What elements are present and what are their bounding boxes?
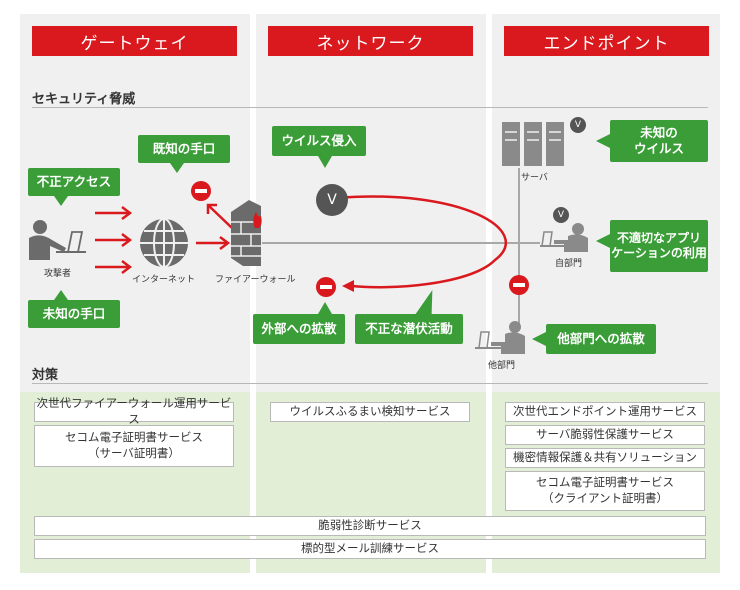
attacker-icon bbox=[29, 220, 86, 260]
callout-unauthorized-access-tail bbox=[54, 196, 68, 206]
callout-known-method-tail bbox=[170, 163, 184, 173]
service-ng-endpoint-operation: 次世代エンドポイント運用サービス bbox=[505, 402, 705, 422]
blocked-spread-outside-icon bbox=[316, 277, 336, 297]
header-gateway: ゲートウェイ bbox=[32, 26, 237, 56]
service-vulnerability-assessment: 脆弱性診断サービス bbox=[34, 516, 706, 536]
attacker-label: 攻撃者 bbox=[44, 269, 72, 279]
callout-unknown-virus: 未知の ウイルス bbox=[610, 120, 708, 162]
service-virus-behavior-detection: ウイルスふるまい検知サービス bbox=[270, 402, 470, 422]
service-client-certificate: セコム電子証明書サービス （クライアント証明書） bbox=[505, 471, 705, 511]
header-endpoint: エンドポイント bbox=[504, 26, 709, 56]
callout-virus-intrusion-tail bbox=[318, 156, 332, 168]
service-confidential-info-sharing: 機密情報保護＆共有ソリューション bbox=[505, 448, 705, 468]
section-threats-label: セキュリティ脅威 bbox=[32, 92, 136, 107]
header-network: ネットワーク bbox=[268, 26, 473, 56]
service-server-vulnerability-protection: サーバ脆弱性保護サービス bbox=[505, 425, 705, 445]
service-targeted-email-training: 標的型メール訓練サービス bbox=[34, 539, 706, 559]
callout-unknown-virus-tail bbox=[596, 134, 610, 148]
blocked-known-method-icon bbox=[191, 181, 211, 201]
other-dept-user-icon bbox=[475, 321, 525, 354]
firewall-label: ファイアーウォール bbox=[215, 275, 296, 285]
callout-known-method: 既知の手口 bbox=[138, 135, 230, 163]
callout-improper-app: 不適切なアプリ ケーションの利用 bbox=[610, 220, 708, 272]
section-countermeasures-label: 対策 bbox=[32, 368, 59, 383]
countermeasures-divider bbox=[32, 383, 708, 384]
callout-unauthorized-access: 不正アクセス bbox=[28, 168, 120, 196]
callout-spread-other-dept-tail bbox=[532, 332, 546, 346]
own-dept-label: 自部門 bbox=[555, 259, 583, 269]
virus-path-arc bbox=[335, 195, 508, 289]
other-dept-label: 他部門 bbox=[488, 361, 516, 371]
callout-hidden-activity: 不正な潜伏活動 bbox=[355, 314, 463, 344]
virus-icon-own-dept: V bbox=[553, 207, 569, 223]
callout-spread-other-dept: 他部門への拡散 bbox=[546, 324, 656, 354]
callout-improper-app-tail bbox=[596, 234, 610, 248]
service-server-certificate: セコム電子証明書サービス （サーバ証明書） bbox=[34, 425, 234, 467]
callout-spread-outside: 外部への拡散 bbox=[253, 314, 345, 344]
attack-arrows bbox=[95, 203, 233, 274]
virus-icon: V bbox=[318, 186, 346, 214]
server-label: サーバ bbox=[521, 173, 548, 183]
service-ngfw-operation: 次世代ファイアーウォール運用サービス bbox=[34, 396, 234, 426]
threats-divider bbox=[32, 107, 708, 108]
callout-unknown-method: 未知の手口 bbox=[28, 300, 120, 328]
blocked-other-dept-icon bbox=[509, 275, 529, 295]
virus-path-arrowhead bbox=[342, 280, 354, 292]
internet-label: インターネット bbox=[132, 275, 196, 285]
server-icon bbox=[502, 122, 564, 166]
callout-unknown-method-tail bbox=[54, 290, 68, 300]
callout-spread-outside-tail bbox=[318, 302, 332, 314]
virus-icon-server: V bbox=[570, 117, 586, 133]
own-dept-user-icon bbox=[540, 223, 588, 252]
callout-virus-intrusion: ウイルス侵入 bbox=[272, 126, 366, 156]
firewall-icon bbox=[231, 200, 262, 266]
globe-icon bbox=[140, 218, 188, 268]
